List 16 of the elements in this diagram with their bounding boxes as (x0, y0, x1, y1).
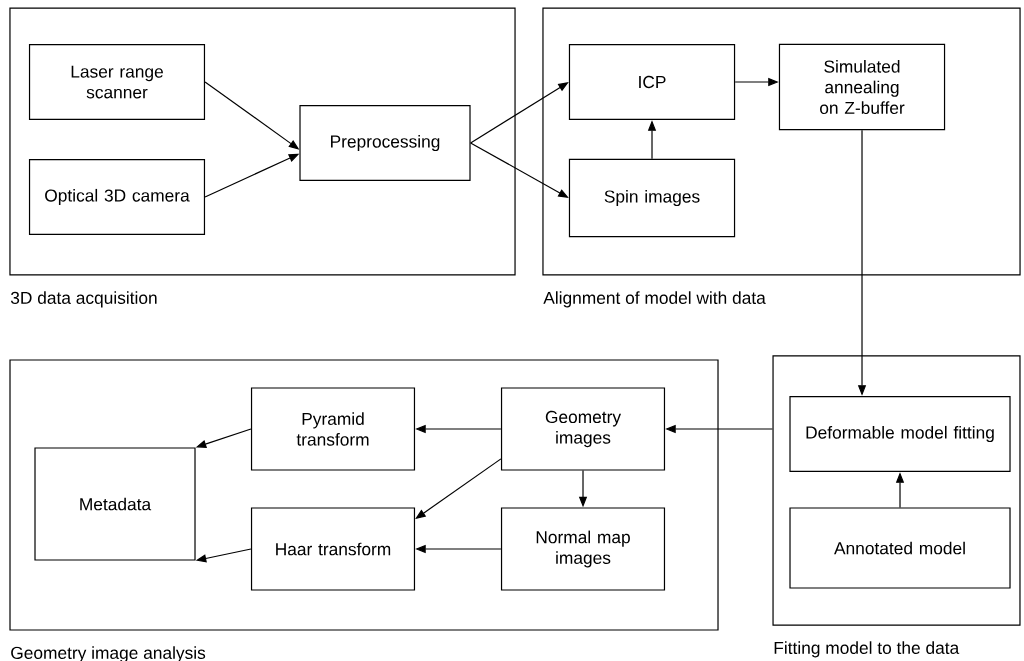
process-box: Geometry images (500, 387, 666, 471)
process-box: Normal map images (500, 507, 666, 591)
node-label: Fitting model to the data (774, 641, 960, 658)
process-box: Haar transform (250, 507, 416, 591)
process-box: Simulated annealing on Z-buffer (778, 43, 946, 131)
node-label: 3D data acquisition (10, 291, 157, 308)
process-box: Optical 3D camera (28, 158, 206, 236)
node-label: Alignment of model with data (543, 291, 766, 308)
process-box: ICP (568, 43, 736, 121)
process-box: Pyramid transform (250, 387, 416, 471)
process-box: Metadata (34, 447, 196, 561)
process-box: Deformable model fitting (789, 395, 1011, 473)
process-box: Annotated model (789, 507, 1011, 589)
process-box: Preprocessing (299, 104, 471, 182)
process-box: Laser range scanner (28, 43, 206, 121)
process-box: Spin images (568, 158, 736, 238)
